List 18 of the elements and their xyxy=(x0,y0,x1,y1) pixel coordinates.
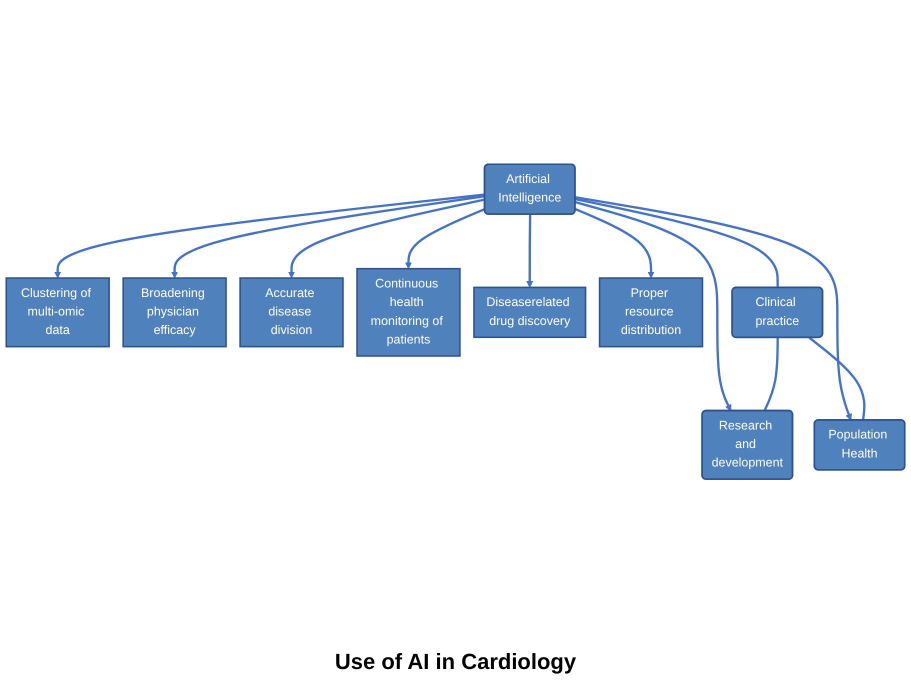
arrow xyxy=(171,194,486,278)
arrow xyxy=(575,200,732,412)
node-box: Continuous health monitoring of patients xyxy=(356,268,461,357)
arrow xyxy=(575,196,852,420)
connector xyxy=(808,336,866,420)
connector xyxy=(763,337,779,412)
connector xyxy=(575,198,779,288)
node-box: Accurate disease division xyxy=(239,277,344,348)
arrow xyxy=(54,193,486,278)
arrow xyxy=(574,208,654,278)
node-box: Broadening physician efficacy xyxy=(122,277,227,348)
arrow xyxy=(405,208,486,269)
arrow xyxy=(526,214,534,288)
node-box: Clustering of multi-omic data xyxy=(5,277,110,348)
arrow xyxy=(288,198,486,278)
caption: Use of AI in Cardiology xyxy=(334,648,576,676)
node-box: Diseaserelated drug discovery xyxy=(473,286,586,338)
node-box: Proper resource distribution xyxy=(598,277,704,348)
